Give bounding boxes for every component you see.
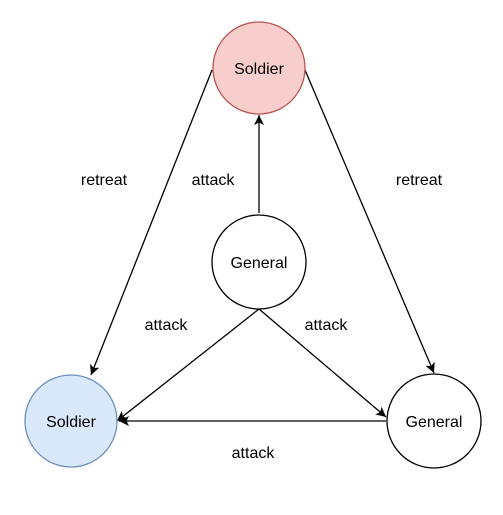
edge-attack-center-right [258, 308, 387, 418]
node-general-right-label: General [406, 414, 463, 431]
node-soldier-top-label: Soldier [234, 61, 284, 78]
edge-retreat-left-label: retreat [81, 172, 128, 189]
node-general-center-label: General [231, 255, 288, 272]
node-soldier-top[interactable]: Soldier [212, 21, 306, 115]
node-soldier-left[interactable]: Soldier [24, 374, 118, 468]
node-general-right-circle [386, 373, 482, 469]
edge-retreat-left [90, 69, 213, 376]
node-general-right[interactable]: General [386, 373, 482, 469]
node-soldier-left-label: Soldier [46, 414, 96, 431]
node-soldier-top-circle [212, 21, 306, 115]
edge-attack-center-left [116, 308, 260, 422]
edge-attack-center-right-label: attack [305, 317, 349, 334]
edge-attack-center-left-label: attack [145, 317, 189, 334]
node-soldier-left-circle [24, 374, 118, 468]
edge-retreat-right-label: retreat [396, 172, 443, 189]
edge-retreat-right [304, 69, 435, 374]
edge-attack-center-top-label: attack [192, 172, 236, 189]
edge-attack-bottom-label: attack [232, 445, 276, 462]
node-general-center[interactable]: General [211, 214, 307, 310]
node-general-center-circle [211, 214, 307, 310]
